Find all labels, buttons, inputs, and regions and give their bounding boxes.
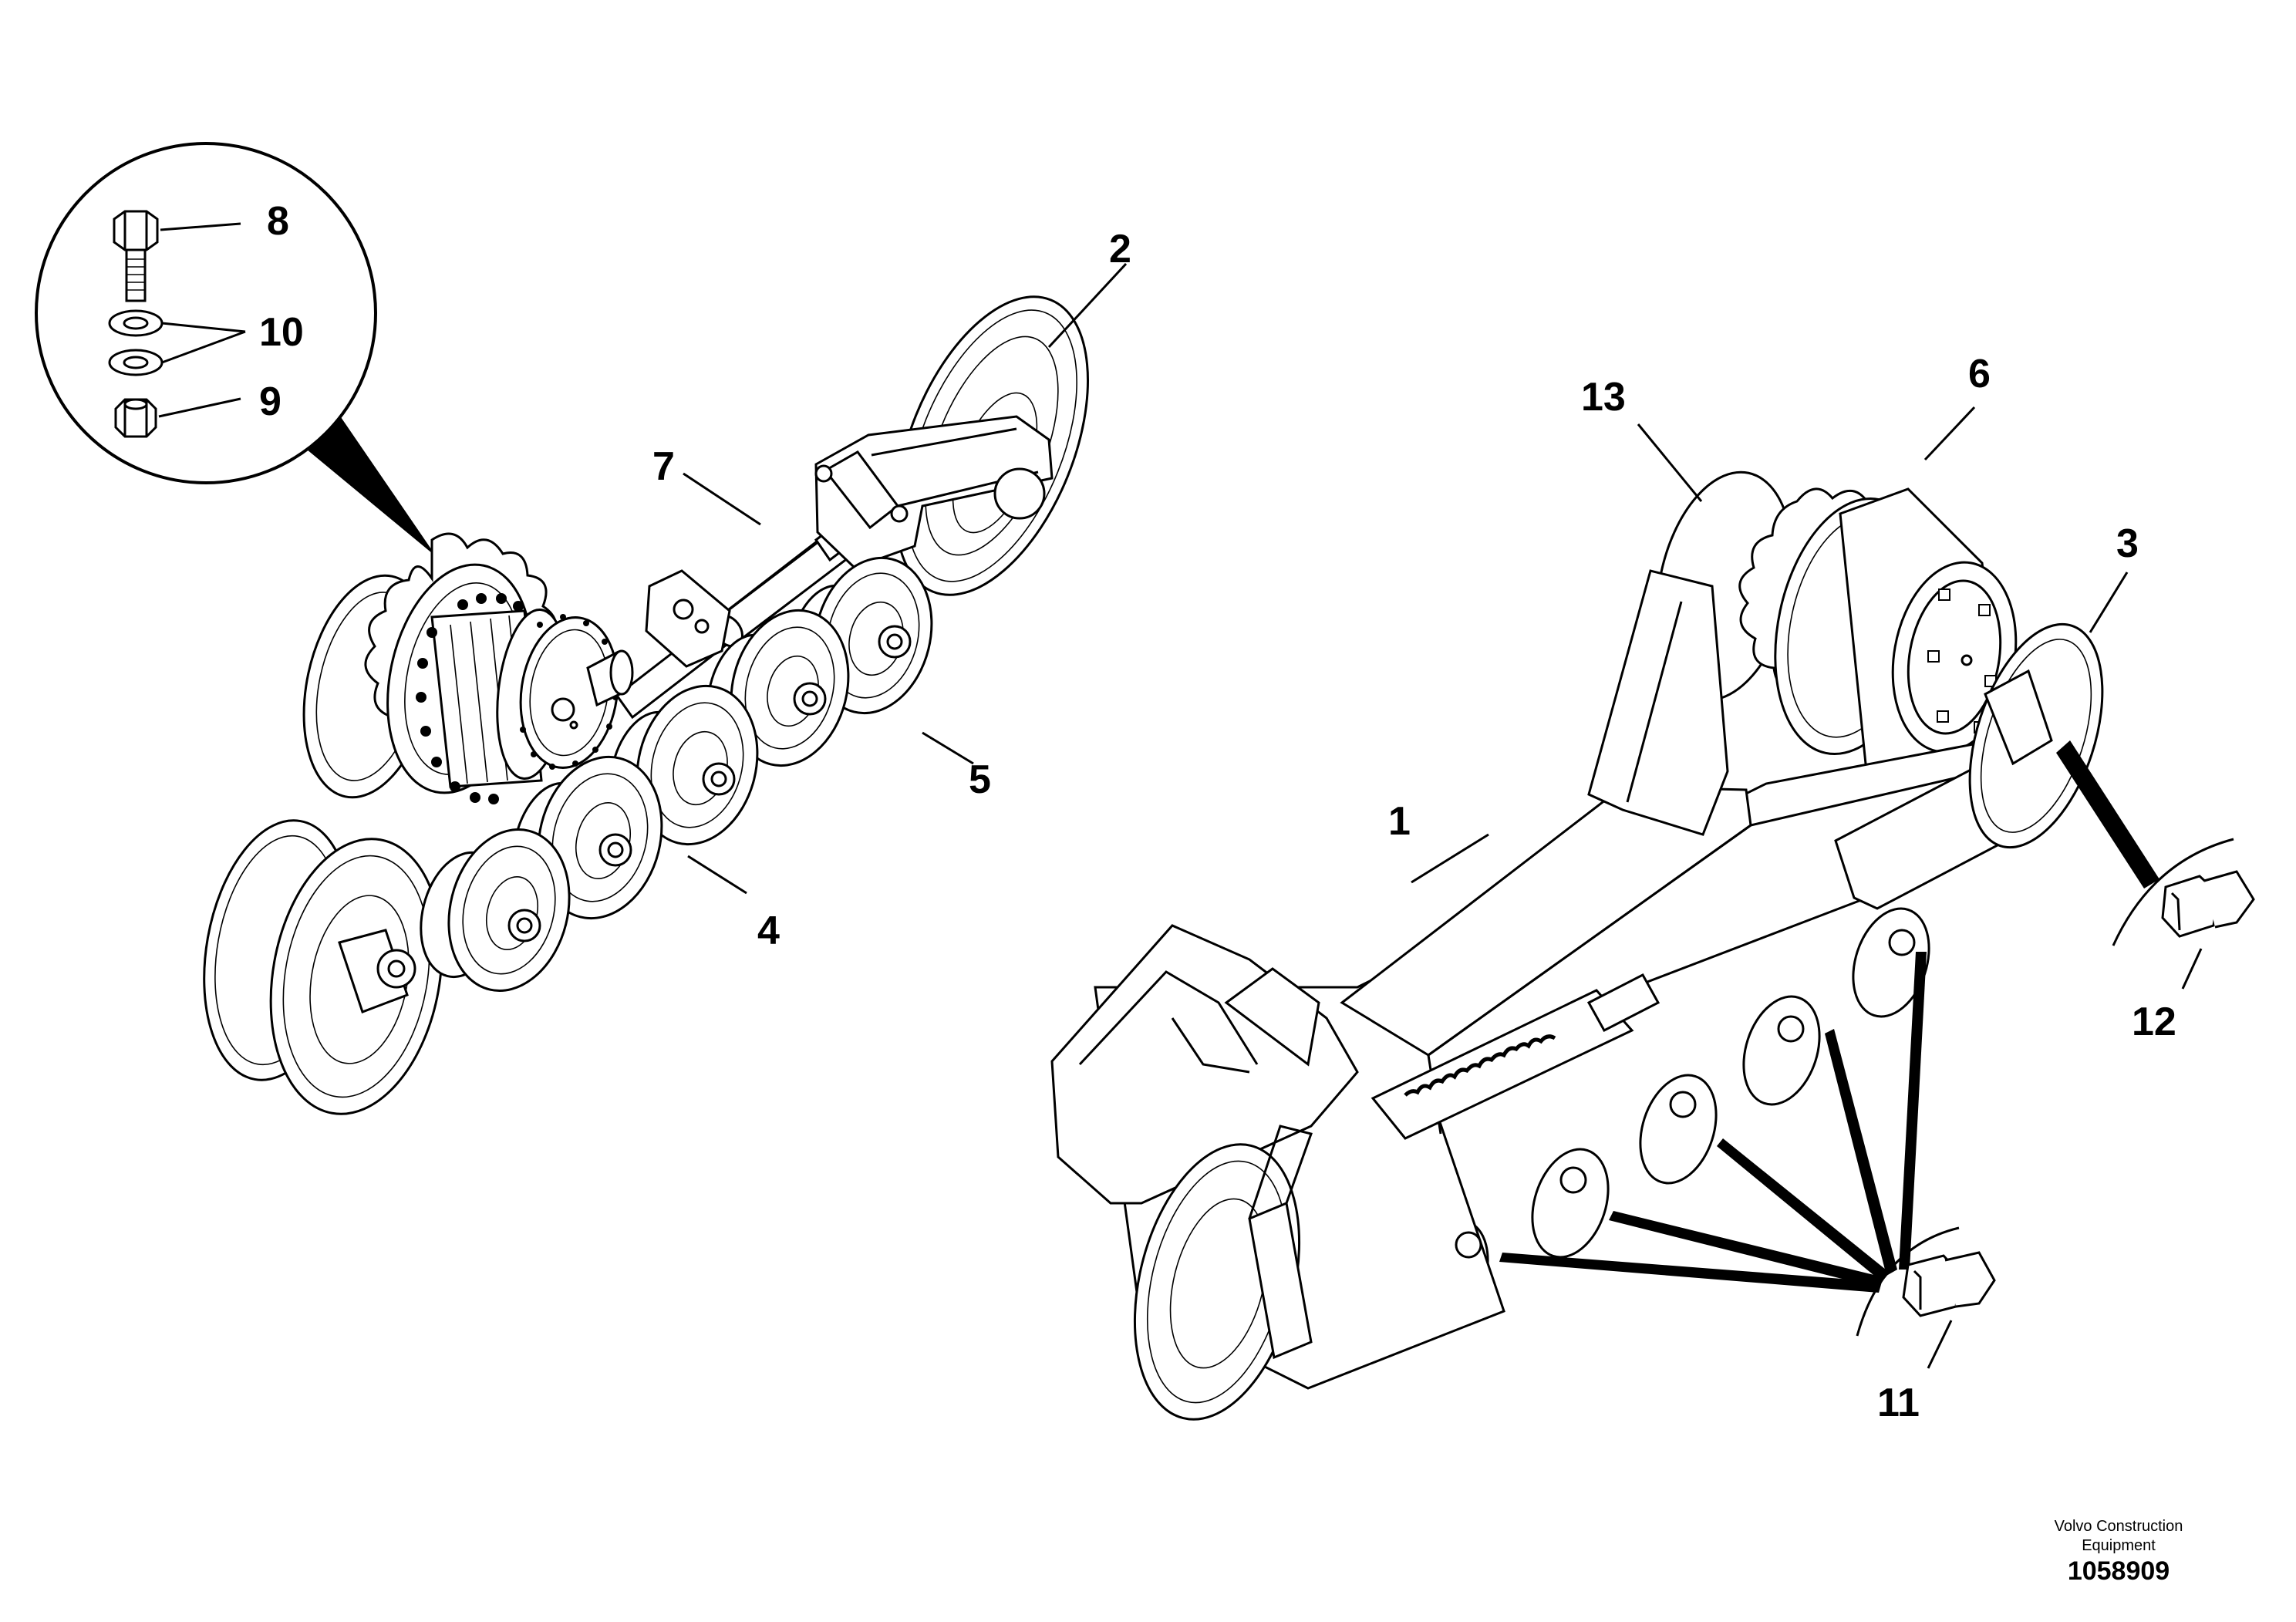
callout-label: 11 <box>1877 1381 1920 1425</box>
fastener-detail-bubble <box>35 142 437 557</box>
drawing-number: 1058909 <box>2067 1556 2170 1586</box>
bolt-part-12-detail <box>2056 740 2255 990</box>
callout-label: 12 <box>2132 1000 2176 1044</box>
callout-label: 4 <box>757 909 780 953</box>
credit-line: Volvo Construction <box>2054 1518 2183 1535</box>
callout-label: 2 <box>1109 227 1131 271</box>
callout-label: 7 <box>652 444 675 489</box>
callout-label: 3 <box>2116 521 2139 566</box>
bolt-part-11-detail <box>1499 952 1996 1369</box>
callout-label: 9 <box>259 379 282 424</box>
callout-label: 5 <box>969 757 991 802</box>
shaft-part-7 <box>615 484 903 720</box>
callout-label: 6 <box>1968 352 1991 396</box>
idler-wheel-part-2 <box>814 295 1089 596</box>
nut-part-9 <box>114 398 157 438</box>
callout-label: 13 <box>1581 375 1626 420</box>
track-roller <box>706 609 850 767</box>
callout-label: 10 <box>259 310 304 355</box>
track-roller <box>420 828 571 992</box>
front-idler-assembled <box>1133 1125 1313 1421</box>
track-roller-part-4 <box>609 684 759 846</box>
credit-line: Equipment <box>2082 1537 2156 1554</box>
callout-label: 1 <box>1388 799 1411 844</box>
callout-label: 8 <box>267 199 289 244</box>
assembled-undercarriage <box>1050 470 2104 1421</box>
bolt-part-8 <box>113 210 159 302</box>
track-roller <box>512 755 663 920</box>
callout-labels: 1 2 3 4 5 6 7 8 9 10 11 12 13 <box>259 199 2176 1425</box>
sprocket-final-drive-exploded <box>302 532 634 804</box>
washer-part-10 <box>108 309 164 376</box>
rear-idler-part-3 <box>1968 622 2104 849</box>
exploded-undercarriage-assembly <box>203 295 1089 1115</box>
callout-leaders <box>683 262 2129 895</box>
front-idler-wheel <box>203 819 443 1115</box>
